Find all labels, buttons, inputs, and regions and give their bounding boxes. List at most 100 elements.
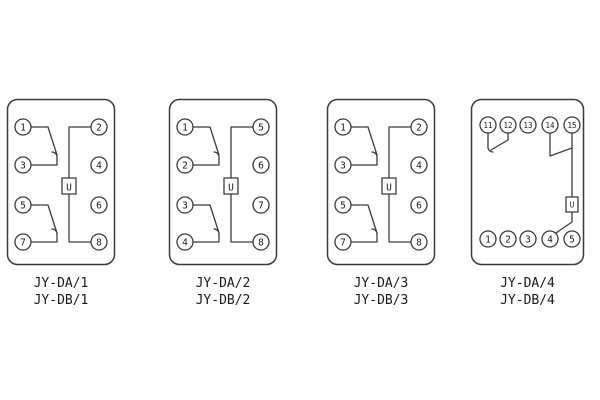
- terminal-circle: [252, 118, 270, 136]
- terminal-circle: [563, 230, 581, 248]
- coil-box: [61, 177, 77, 195]
- panel-caption: JY-DA/2 JY-DB/2: [168, 275, 278, 309]
- contact-wiring: [30, 126, 58, 243]
- terminal-circle: [410, 156, 428, 174]
- terminal-circle: [176, 233, 194, 251]
- model-label-db: JY-DB/1: [33, 293, 89, 308]
- terminal-circle: [563, 116, 581, 134]
- terminal-number: 5: [569, 235, 575, 246]
- terminal-number: 6: [96, 201, 102, 212]
- model-label-da: JY-DA/4: [500, 276, 555, 291]
- terminal-circle: [519, 230, 537, 248]
- model-label-db: JY-DB/2: [195, 293, 251, 308]
- terminal-circle: [410, 118, 428, 136]
- terminal-circle: [519, 116, 537, 134]
- panel-outline: [168, 98, 278, 266]
- coil-box: [381, 177, 397, 195]
- terminal-number: 1: [485, 235, 491, 246]
- panel-caption: JY-DA/3 JY-DB/3: [326, 275, 436, 309]
- coil-bus: [230, 126, 254, 243]
- terminal-number: 2: [416, 123, 422, 134]
- terminal-number: 11: [483, 121, 492, 130]
- terminal-circle: [541, 116, 559, 134]
- relay-panel-3: U 1 3 5 7 2 4 6 8 JY-DA/3 JY-DB/3: [326, 98, 436, 309]
- contact-wiring: [487, 132, 509, 153]
- terminal-circle: [176, 118, 194, 136]
- coil-label: U: [66, 183, 72, 194]
- terminal-number: 3: [20, 161, 26, 172]
- terminal-circle: [90, 156, 108, 174]
- terminal-number: 4: [96, 161, 102, 172]
- panel-outline: [326, 98, 436, 266]
- terminal-number: 2: [505, 235, 511, 246]
- terminal-circle: [14, 156, 32, 174]
- terminal-number: 12: [503, 121, 512, 130]
- terminal-number: 1: [340, 123, 346, 134]
- terminal-number: 3: [525, 235, 531, 246]
- terminal-number: 5: [20, 201, 26, 212]
- terminal-number: 8: [416, 238, 422, 249]
- relay-panel-4: U 11 12 13 14 15 1 2 3 4 5 JY-DA/4 JY-DB…: [470, 98, 585, 309]
- terminal-circle: [410, 233, 428, 251]
- terminal-circle: [90, 233, 108, 251]
- model-label-da: JY-DA/3: [353, 276, 409, 291]
- terminal-circle: [410, 196, 428, 214]
- terminal-circle: [90, 118, 108, 136]
- terminal-number: 3: [340, 161, 346, 172]
- terminal-circle: [252, 196, 270, 214]
- terminal-number: 2: [182, 161, 188, 172]
- relay-panel-1: U 1 3 5 7 2 4 6 8 JY-DA/1 JY-DB/1: [6, 98, 116, 309]
- terminal-number: 6: [416, 201, 422, 212]
- terminal-number: 1: [182, 123, 188, 134]
- terminal-number: 5: [258, 123, 264, 134]
- terminal-circle: [14, 118, 32, 136]
- coil-label: U: [386, 183, 392, 194]
- contact-wiring: [549, 132, 573, 157]
- terminal-number: 8: [96, 238, 102, 249]
- relay-schematic-3: U 1 3 5 7 2 4 6 8: [326, 98, 436, 266]
- terminal-circle: [14, 233, 32, 251]
- terminal-circle: [479, 230, 497, 248]
- terminal-circle: [499, 116, 517, 134]
- model-label-db: JY-DB/3: [353, 293, 409, 308]
- terminal-number: 1: [20, 123, 26, 134]
- terminal-circle: [334, 233, 352, 251]
- terminal-number: 4: [547, 235, 553, 246]
- terminal-number: 14: [545, 121, 555, 130]
- terminal-number: 13: [523, 121, 532, 130]
- coil-box: [223, 177, 239, 195]
- model-label-db: JY-DB/4: [500, 293, 555, 308]
- panel-outline: [6, 98, 116, 266]
- terminal-number: 5: [340, 201, 346, 212]
- terminal-circle: [176, 196, 194, 214]
- relay-panel-2: U 1 2 3 4 5 6 7 8 JY-DA/2 JY-DB/2: [168, 98, 278, 309]
- coil-bus: [555, 147, 573, 234]
- relay-schematic-4: U 11 12 13 14 15 1 2 3 4 5: [470, 98, 585, 266]
- coil-bus: [388, 126, 412, 243]
- terminal-circle: [14, 196, 32, 214]
- terminal-circle: [176, 156, 194, 174]
- terminal-circle: [90, 196, 108, 214]
- contact-wiring: [192, 126, 220, 243]
- contact-wiring: [350, 126, 378, 243]
- coil-label: U: [570, 201, 575, 210]
- terminal-number: 7: [340, 238, 346, 249]
- terminal-circle: [334, 156, 352, 174]
- coil-label: U: [228, 183, 234, 194]
- model-label-da: JY-DA/1: [33, 276, 89, 291]
- terminal-circle: [334, 196, 352, 214]
- terminal-number: 7: [258, 201, 264, 212]
- terminal-circle: [252, 233, 270, 251]
- terminal-circle: [252, 156, 270, 174]
- terminal-number: 7: [20, 238, 26, 249]
- terminal-number: 4: [416, 161, 422, 172]
- panel-caption: JY-DA/1 JY-DB/1: [6, 275, 116, 309]
- terminal-number: 6: [258, 161, 264, 172]
- terminal-circle: [479, 116, 497, 134]
- terminal-number: 2: [96, 123, 102, 134]
- panel-outline: [470, 98, 585, 266]
- coil-box: [565, 196, 579, 213]
- panel-caption: JY-DA/4 JY-DB/4: [470, 275, 585, 309]
- terminal-circle: [334, 118, 352, 136]
